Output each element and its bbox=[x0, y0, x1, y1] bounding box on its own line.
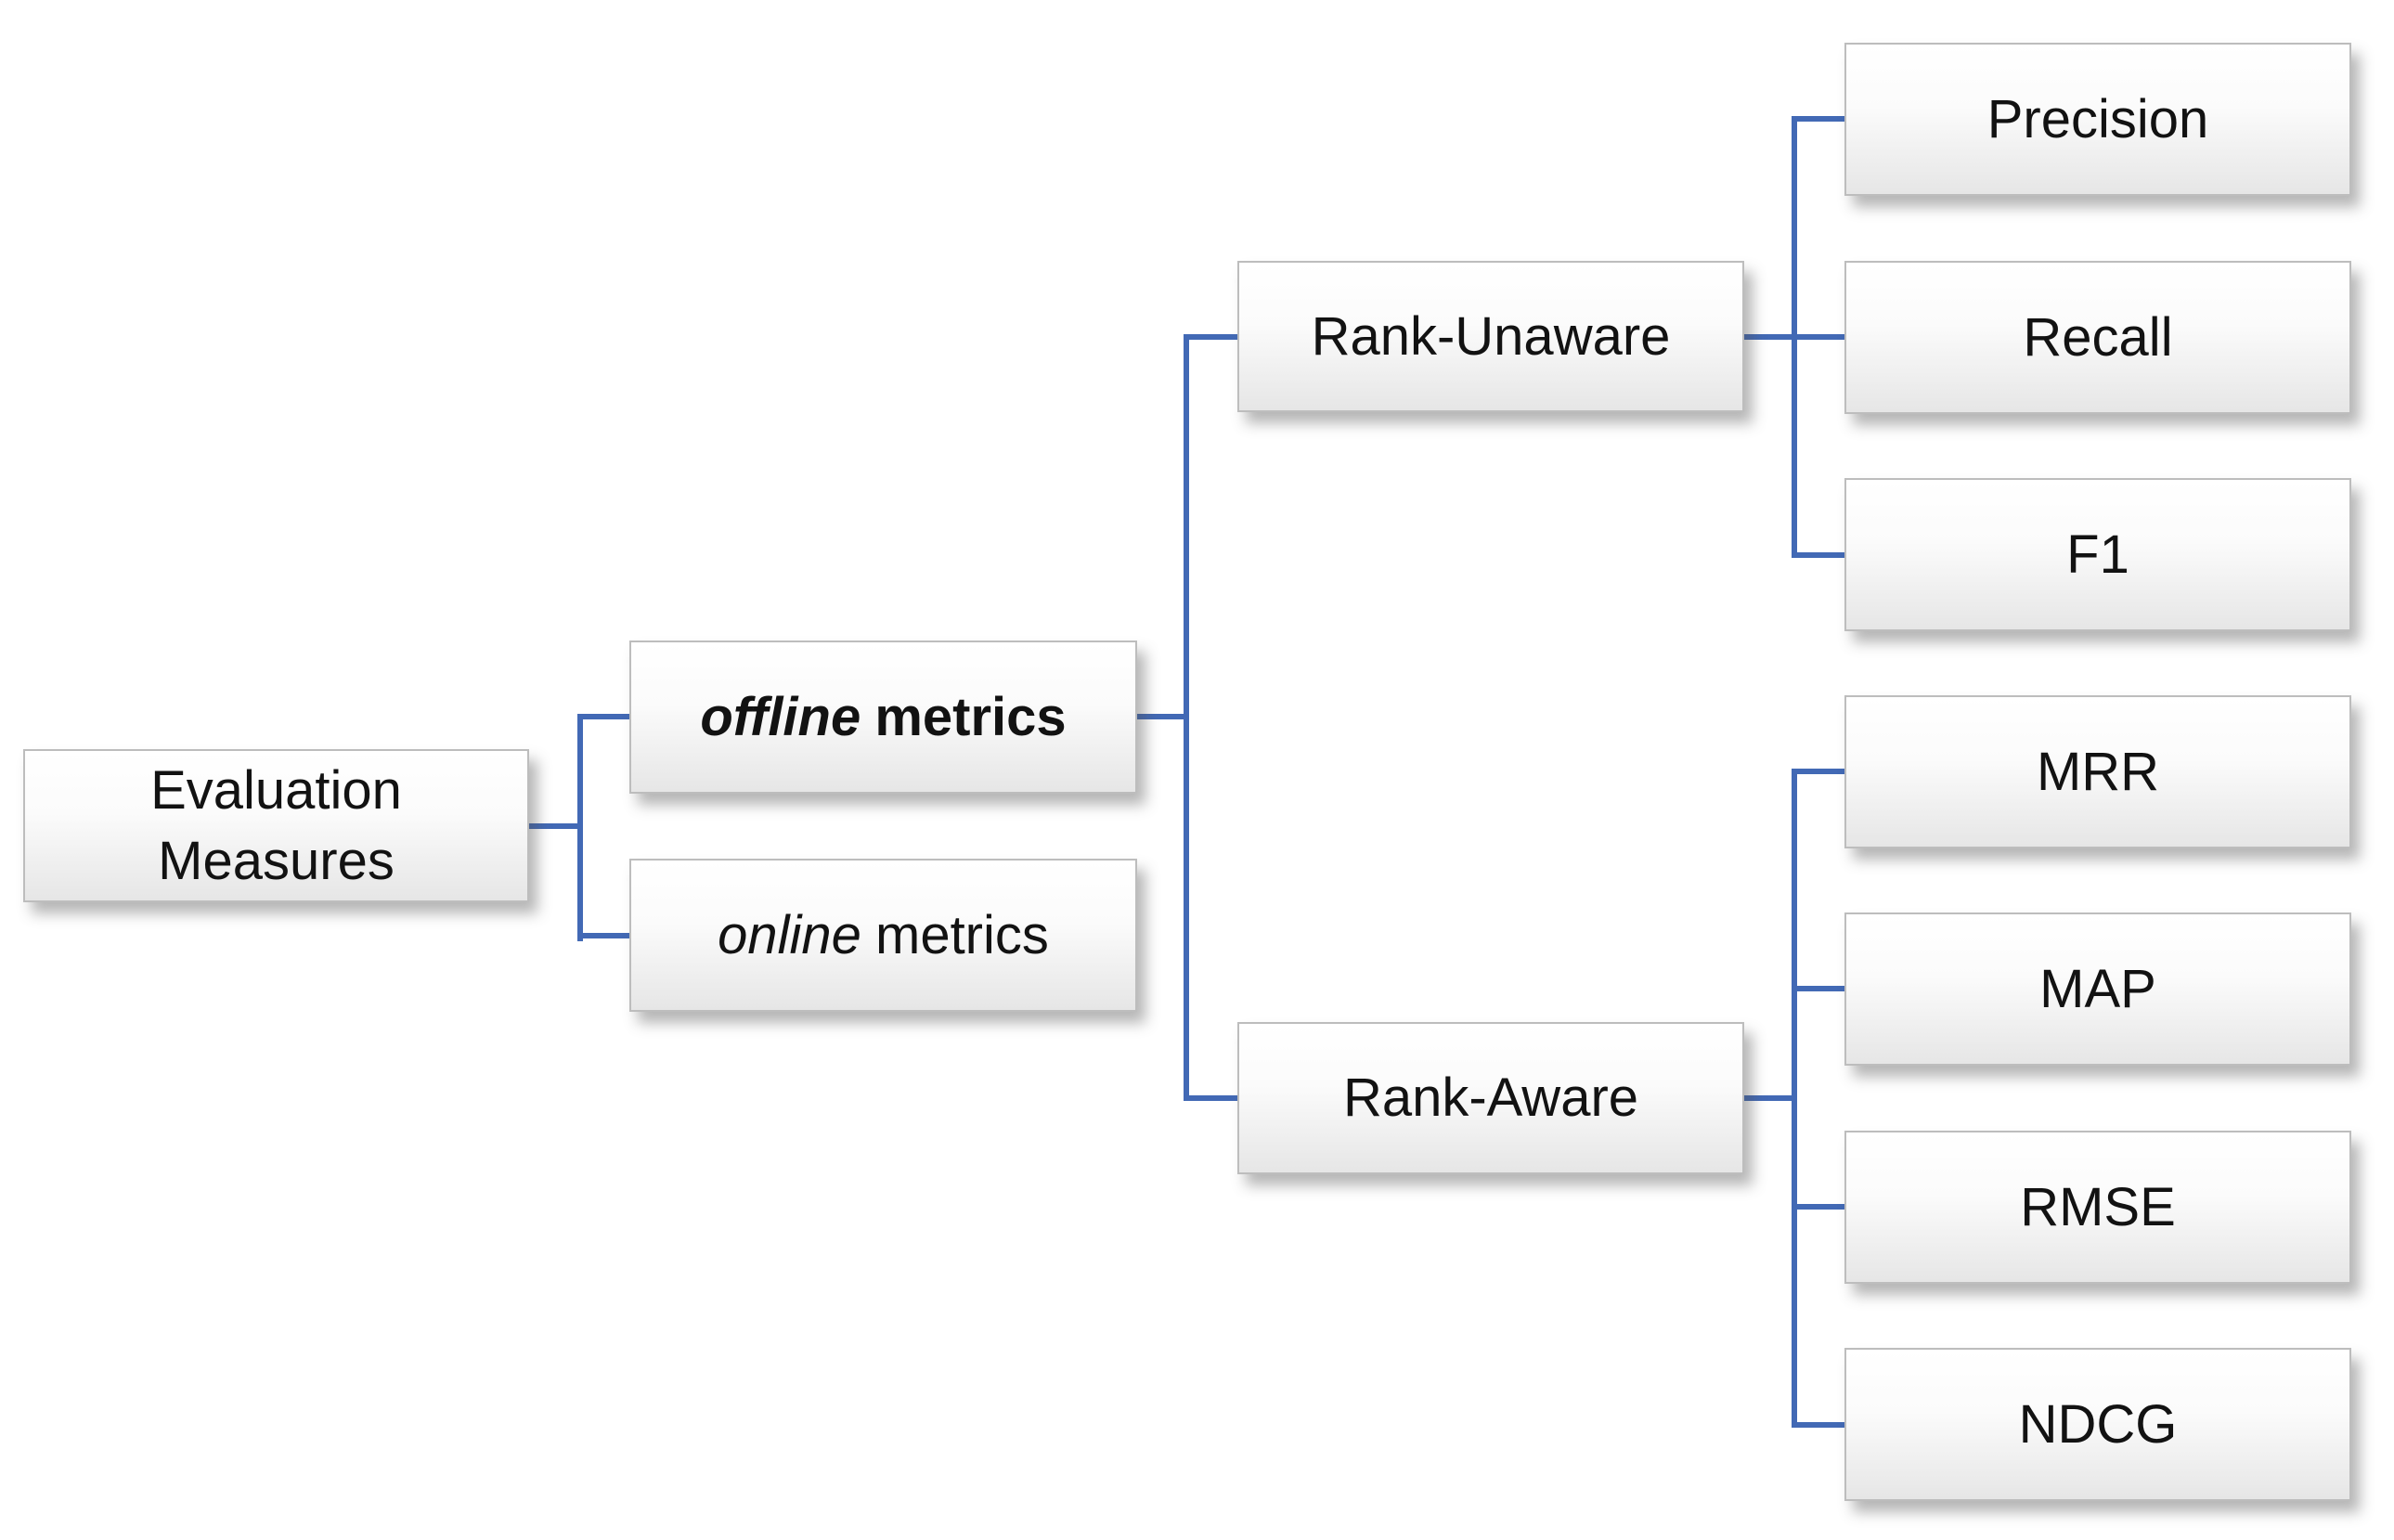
node-rank-aware: Rank-Aware bbox=[1237, 1022, 1744, 1174]
node-rmse: RMSE bbox=[1844, 1131, 2351, 1284]
offline-metrics-word: metrics bbox=[874, 686, 1067, 747]
connector-rank-unaware-stub bbox=[1184, 334, 1237, 340]
node-mrr-label: MRR bbox=[2036, 741, 2160, 802]
connector-eval-stub bbox=[527, 823, 583, 829]
node-evaluation-measures-label: Evaluation Measures bbox=[150, 760, 402, 891]
node-rank-aware-label: Rank-Aware bbox=[1342, 1068, 1639, 1129]
node-mrr: MRR bbox=[1844, 695, 2351, 848]
node-recall-label: Recall bbox=[2023, 306, 2173, 368]
connector-rank-aware-stub bbox=[1184, 1095, 1237, 1101]
node-rank-unaware: Rank-Unaware bbox=[1237, 261, 1744, 412]
online-metrics-word: metrics bbox=[875, 904, 1049, 965]
node-f1-label: F1 bbox=[2066, 524, 2129, 585]
connector-offline-out-stub bbox=[1137, 714, 1189, 719]
node-precision: Precision bbox=[1844, 43, 2351, 196]
node-ndcg: NDCG bbox=[1844, 1348, 2351, 1501]
connector-f1-stub bbox=[1792, 552, 1844, 558]
connector-rank-aware-out-stub bbox=[1744, 1095, 1797, 1101]
connector-bracket4-vertical bbox=[1792, 769, 1797, 1428]
node-map: MAP bbox=[1844, 912, 2351, 1066]
online-word: online bbox=[718, 904, 861, 965]
connector-rmse-stub bbox=[1792, 1204, 1844, 1210]
node-rmse-label: RMSE bbox=[2020, 1176, 2176, 1237]
connector-bracket3-vertical bbox=[1792, 116, 1797, 558]
node-precision-label: Precision bbox=[1986, 88, 2209, 149]
node-evaluation-measures: Evaluation Measures bbox=[23, 749, 529, 902]
node-rank-unaware-label: Rank-Unaware bbox=[1311, 305, 1671, 367]
connector-offline-stub bbox=[577, 714, 629, 719]
connector-precision-stub bbox=[1792, 116, 1844, 122]
offline-word: offline bbox=[700, 686, 861, 747]
connector-online-stub bbox=[577, 933, 629, 938]
node-f1: F1 bbox=[1844, 478, 2351, 631]
node-ndcg-label: NDCG bbox=[2018, 1393, 2178, 1455]
connector-bracket2-vertical bbox=[1184, 334, 1189, 1101]
node-map-label: MAP bbox=[2039, 958, 2156, 1019]
connector-ndcg-stub bbox=[1792, 1422, 1844, 1428]
connector-bracket1-vertical bbox=[577, 714, 583, 941]
connector-mrr-stub bbox=[1792, 769, 1844, 774]
connector-map-stub bbox=[1792, 986, 1844, 991]
node-recall: Recall bbox=[1844, 261, 2351, 414]
